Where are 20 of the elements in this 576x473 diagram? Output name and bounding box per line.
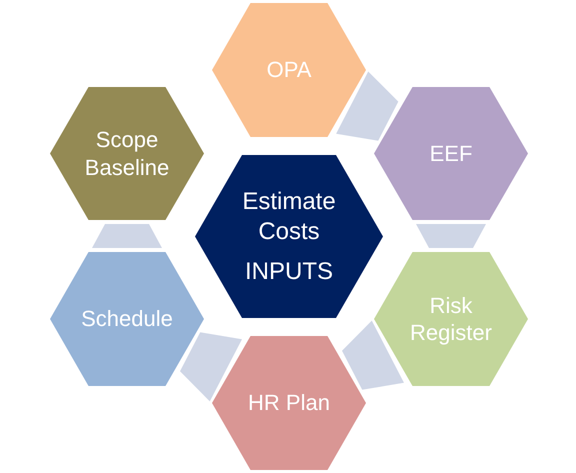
- node-label: Risk Register: [409, 292, 493, 346]
- node-label: HR Plan: [248, 389, 330, 417]
- input-hexagon: [212, 336, 366, 470]
- node-label: Schedule: [81, 305, 173, 333]
- input-hexagon: [374, 252, 528, 386]
- input-hexagon: [374, 87, 528, 220]
- center-hexagon: [195, 155, 383, 318]
- connector-bar: [342, 320, 404, 390]
- connector-bar: [180, 332, 242, 402]
- input-hexagon: [212, 3, 366, 137]
- connector-bar: [92, 224, 162, 248]
- node-label: Scope Baseline: [84, 126, 170, 181]
- input-hexagon: [50, 252, 204, 386]
- node-label: Estimate Costs: [241, 186, 337, 246]
- node-label: EEF: [430, 140, 472, 168]
- connector-bar: [336, 72, 398, 141]
- node-label: INPUTS: [244, 256, 333, 286]
- input-hexagon: [50, 87, 204, 220]
- connector-bar: [416, 224, 486, 248]
- node-label: OPA: [266, 56, 312, 84]
